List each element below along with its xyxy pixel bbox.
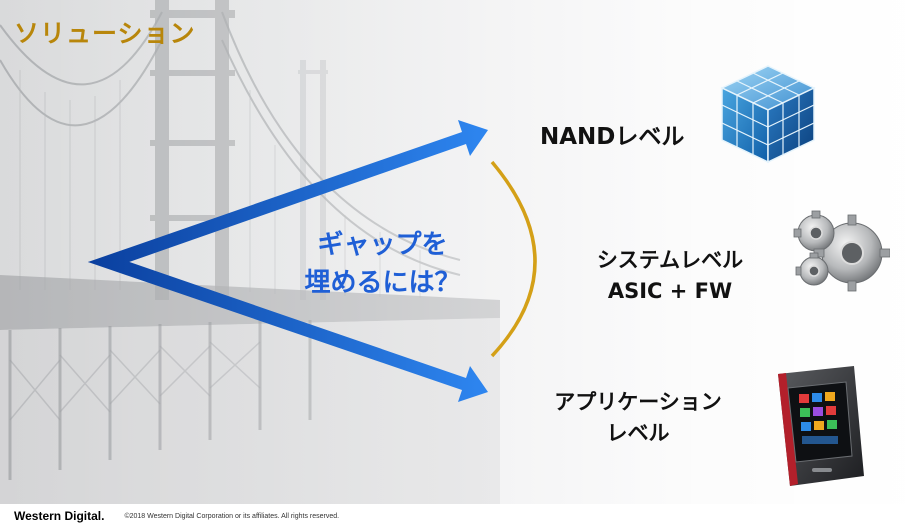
gap-question-line2: 埋めるには？ — [304, 268, 461, 298]
level-system-line1: システムレベル — [596, 248, 744, 272]
level-system: システムレベル ASIC + FW — [575, 245, 765, 307]
level-application-line2: レベル — [606, 421, 670, 445]
gap-question: ギャップを 埋めるには？ — [285, 226, 480, 302]
brand-logo: Western Digital. — [14, 509, 105, 523]
rubiks-cube-icon — [720, 65, 816, 164]
footer: Western Digital. ©2018 Western Digital C… — [0, 504, 905, 528]
level-nand-label: NANDレベル — [540, 124, 685, 150]
handheld-device-icon — [778, 366, 864, 486]
arrow-down — [88, 256, 488, 402]
diverging-arrows — [88, 120, 488, 402]
level-application: アプリケーション レベル — [533, 387, 743, 449]
bracket-arc — [490, 160, 537, 358]
gears-icon — [793, 210, 890, 292]
copyright-notice: ©2018 Western Digital Corporation or its… — [124, 512, 340, 520]
slide-title: ソリューション — [14, 19, 196, 48]
slide: ソリューション ギャップを 埋めるには？ NANDレベル システムレベル ASI… — [0, 0, 905, 504]
level-application-line1: アプリケーション — [554, 390, 722, 414]
gap-question-line1: ギャップを — [317, 230, 448, 260]
level-system-line2: ASIC + FW — [607, 279, 733, 303]
level-nand: NANDレベル — [540, 117, 684, 151]
arrow-up — [88, 120, 488, 268]
